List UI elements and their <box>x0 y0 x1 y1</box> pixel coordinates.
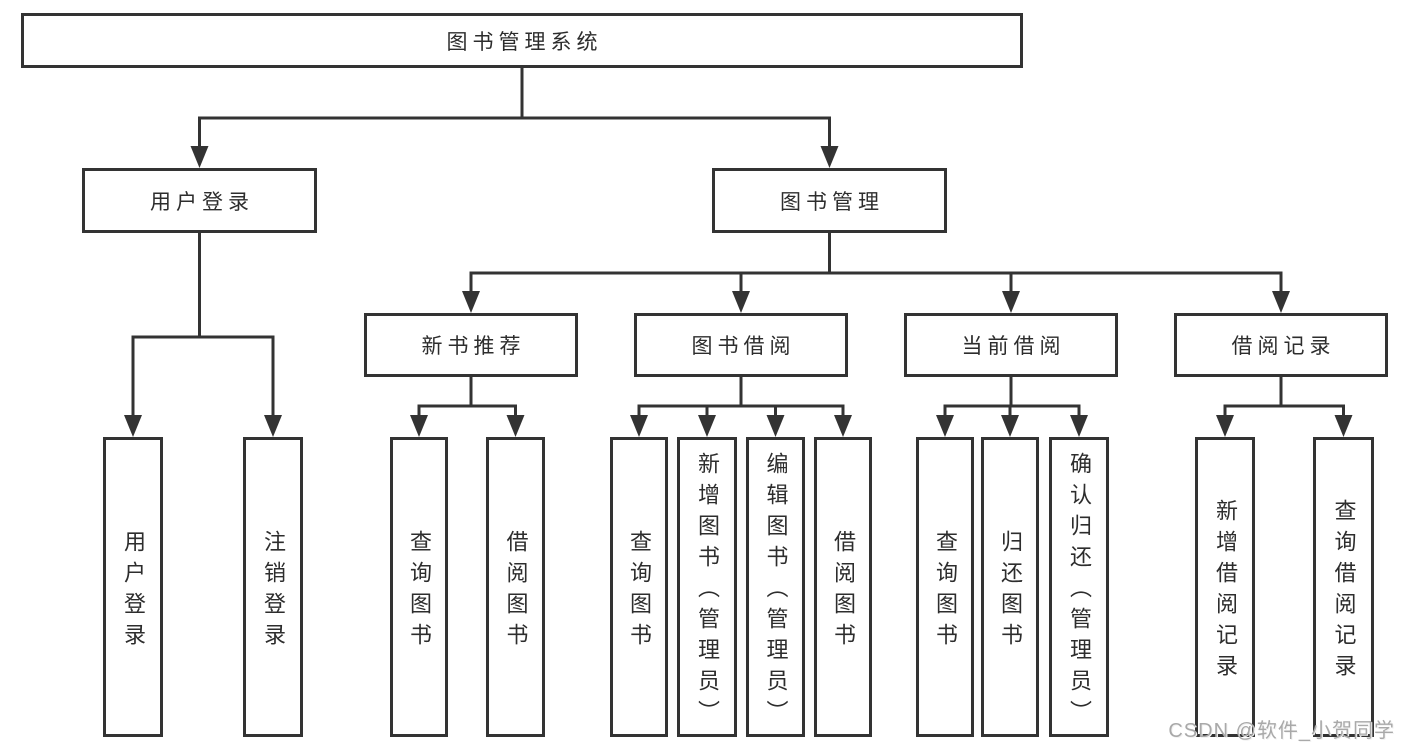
node-edit-books-admin-label: 编辑图书（管理员） <box>763 452 789 731</box>
node-query-books-3-label: 查询图书 <box>933 529 958 654</box>
node-confirm-return-admin: 确认归还（管理员） <box>1049 437 1109 737</box>
node-return-books-label: 归还图书 <box>998 529 1023 654</box>
node-root-label: 图书管理系统 <box>446 30 603 54</box>
node-query-books-2: 查询图书 <box>610 437 668 737</box>
node-root: 图书管理系统 <box>21 13 1023 68</box>
node-book-management: 图书管理 <box>712 168 947 233</box>
arrow-down-icon <box>1070 415 1088 437</box>
arrow-down-icon <box>1002 291 1020 313</box>
arrow-down-icon <box>1272 291 1290 313</box>
arrow-down-icon <box>1216 415 1234 437</box>
connector-line <box>417 375 517 421</box>
node-new-book-recommend-label: 新书推荐 <box>421 335 526 358</box>
arrow-down-icon <box>630 415 648 437</box>
node-user-login-label: 用户登录 <box>150 190 254 214</box>
arrow-down-icon <box>820 146 839 168</box>
arrow-down-icon <box>462 291 480 313</box>
node-add-borrow-record-label: 新增借阅记录 <box>1213 498 1238 685</box>
node-borrow-books-2-label: 借阅图书 <box>831 529 856 654</box>
node-borrow-books-1: 借阅图书 <box>486 437 545 737</box>
node-query-books-1-label: 查询图书 <box>407 529 432 654</box>
node-logout-label: 注销登录 <box>261 529 286 654</box>
arrow-down-icon <box>766 415 785 437</box>
arrow-down-icon <box>1001 415 1019 437</box>
connector-line <box>637 375 845 421</box>
node-add-borrow-record: 新增借阅记录 <box>1195 437 1255 737</box>
arrow-down-icon <box>1334 415 1353 437</box>
node-user-login-leaf-label: 用户登录 <box>121 529 146 654</box>
node-query-books-2-label: 查询图书 <box>627 529 652 654</box>
node-new-book-recommend: 新书推荐 <box>364 313 578 377</box>
node-return-books: 归还图书 <box>981 437 1039 737</box>
node-add-books-admin: 新增图书（管理员） <box>677 437 737 737</box>
node-current-borrowing-label: 当前借阅 <box>961 335 1066 358</box>
node-confirm-return-admin-label: 确认归还（管理员） <box>1067 452 1092 731</box>
arrow-down-icon <box>936 415 954 437</box>
node-query-borrow-record: 查询借阅记录 <box>1313 437 1374 737</box>
node-edit-books-admin: 编辑图书（管理员） <box>746 437 805 737</box>
node-borrow-books-1-label: 借阅图书 <box>503 529 529 654</box>
connector-line <box>1223 375 1345 421</box>
connector-line <box>131 231 275 421</box>
node-query-books-1: 查询图书 <box>390 437 448 737</box>
node-user-login-leaf: 用户登录 <box>103 437 163 737</box>
node-book-borrowing-label: 图书借阅 <box>691 335 796 358</box>
arrow-down-icon <box>732 291 750 313</box>
arrow-down-icon <box>698 415 716 437</box>
node-book-management-label: 图书管理 <box>780 190 884 214</box>
connector-line <box>943 375 1081 421</box>
node-borrow-books-2: 借阅图书 <box>814 437 872 737</box>
connector-line <box>469 231 1283 297</box>
connector-line <box>198 66 831 152</box>
arrow-down-icon <box>190 146 209 168</box>
node-add-books-admin-label: 新增图书（管理员） <box>695 452 720 731</box>
node-query-borrow-record-label: 查询借阅记录 <box>1331 498 1357 685</box>
node-borrow-records-label: 借阅记录 <box>1231 335 1336 358</box>
node-logout: 注销登录 <box>243 437 303 737</box>
arrow-down-icon <box>124 415 142 437</box>
node-borrow-records: 借阅记录 <box>1174 313 1388 377</box>
node-user-login: 用户登录 <box>82 168 317 233</box>
node-query-books-3: 查询图书 <box>916 437 974 737</box>
arrow-down-icon <box>834 415 852 437</box>
node-current-borrowing: 当前借阅 <box>904 313 1118 377</box>
arrow-down-icon <box>264 415 282 437</box>
csdn-watermark: CSDN @软件_小贺同学 <box>1168 720 1395 742</box>
arrow-down-icon <box>506 415 525 437</box>
arrow-down-icon <box>410 415 428 437</box>
node-book-borrowing: 图书借阅 <box>634 313 848 377</box>
